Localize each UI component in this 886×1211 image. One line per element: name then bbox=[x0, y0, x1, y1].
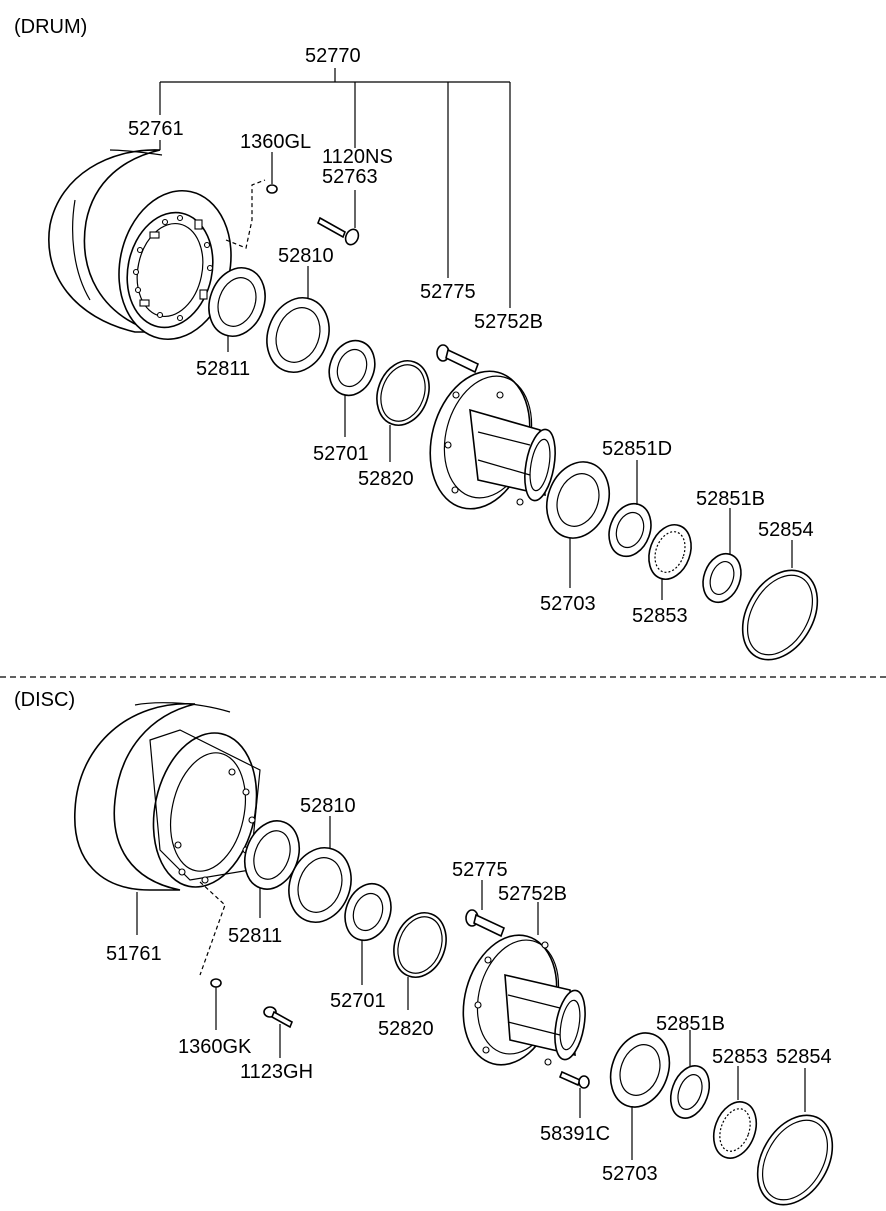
label-52701-disc: 52701 bbox=[330, 990, 386, 1012]
label-52763: 52763 bbox=[322, 166, 378, 188]
screw-58391C bbox=[558, 1070, 590, 1089]
label-52851D: 52851D bbox=[602, 438, 672, 460]
race-52851B bbox=[702, 552, 742, 604]
label-52854-disc: 52854 bbox=[776, 1046, 832, 1068]
label-52752B-disc: 52752B bbox=[498, 883, 567, 905]
label-52703-disc: 52703 bbox=[602, 1163, 658, 1185]
brake-drum-52761 bbox=[48, 149, 232, 341]
bolt-1123GH bbox=[263, 1006, 294, 1029]
label-52820: 52820 bbox=[358, 468, 414, 490]
retainer-ring-52854 bbox=[741, 569, 819, 661]
label-52701: 52701 bbox=[313, 443, 369, 465]
brake-disc-51761 bbox=[74, 702, 261, 891]
label-52853-disc: 52853 bbox=[712, 1046, 768, 1068]
label-52811-disc: 52811 bbox=[228, 925, 282, 947]
label-52851B-disc: 52851B bbox=[656, 1013, 725, 1035]
label-1123GH: 1123GH bbox=[240, 1061, 313, 1083]
label-52853: 52853 bbox=[632, 605, 688, 627]
race-52851B-disc bbox=[669, 1065, 711, 1119]
label-52810: 52810 bbox=[278, 245, 334, 267]
stud-52775-disc bbox=[465, 909, 506, 938]
wheel-hub-52752B bbox=[429, 370, 556, 510]
wheel-hub-52752B-disc bbox=[462, 934, 586, 1066]
label-58391C: 58391C bbox=[540, 1123, 610, 1145]
label-51761: 51761 bbox=[106, 943, 162, 965]
label-52752B: 52752B bbox=[474, 311, 543, 333]
label-52851B: 52851B bbox=[696, 488, 765, 510]
label-1360GL: 1360GL bbox=[240, 131, 311, 153]
label-52854: 52854 bbox=[758, 519, 814, 541]
label-52703: 52703 bbox=[540, 593, 596, 615]
nut-1360GK bbox=[199, 881, 226, 988]
retainer-ring-52854-disc bbox=[756, 1114, 834, 1206]
label-52770: 52770 bbox=[305, 45, 361, 67]
bearing-cup-52703-disc bbox=[609, 1032, 671, 1108]
roller-cage-52853-disc bbox=[712, 1101, 758, 1159]
label-52811: 52811 bbox=[196, 358, 250, 380]
race-52851D bbox=[608, 502, 652, 558]
label-52775: 52775 bbox=[420, 281, 476, 303]
ring-52820 bbox=[376, 360, 430, 426]
label-52775-disc: 52775 bbox=[452, 859, 508, 881]
label-1360GK: 1360GK bbox=[178, 1036, 252, 1058]
bearing-cup-52703 bbox=[546, 461, 610, 539]
bearing-cone-52701-disc bbox=[344, 882, 392, 942]
label-52761: 52761 bbox=[128, 118, 184, 140]
roller-cage-52853 bbox=[648, 524, 692, 580]
seal-52811 bbox=[208, 267, 266, 337]
seal-52811-disc bbox=[243, 820, 301, 890]
assembly-bracket-52770 bbox=[159, 68, 511, 308]
ring-52820-disc bbox=[393, 912, 447, 978]
section-title-drum: (DRUM) bbox=[14, 16, 87, 38]
label-1120NS: 1120NS bbox=[322, 146, 393, 168]
bearing-cone-52701 bbox=[328, 339, 376, 397]
seal-52810-disc bbox=[288, 847, 352, 923]
section-title-disc: (DISC) bbox=[14, 689, 75, 711]
nut-1360GL bbox=[225, 179, 278, 249]
seal-52810 bbox=[266, 297, 330, 373]
label-52820-disc: 52820 bbox=[378, 1018, 434, 1040]
label-52810-disc: 52810 bbox=[300, 795, 356, 817]
bolt-52763 bbox=[316, 216, 360, 246]
stud-52775 bbox=[436, 344, 480, 374]
